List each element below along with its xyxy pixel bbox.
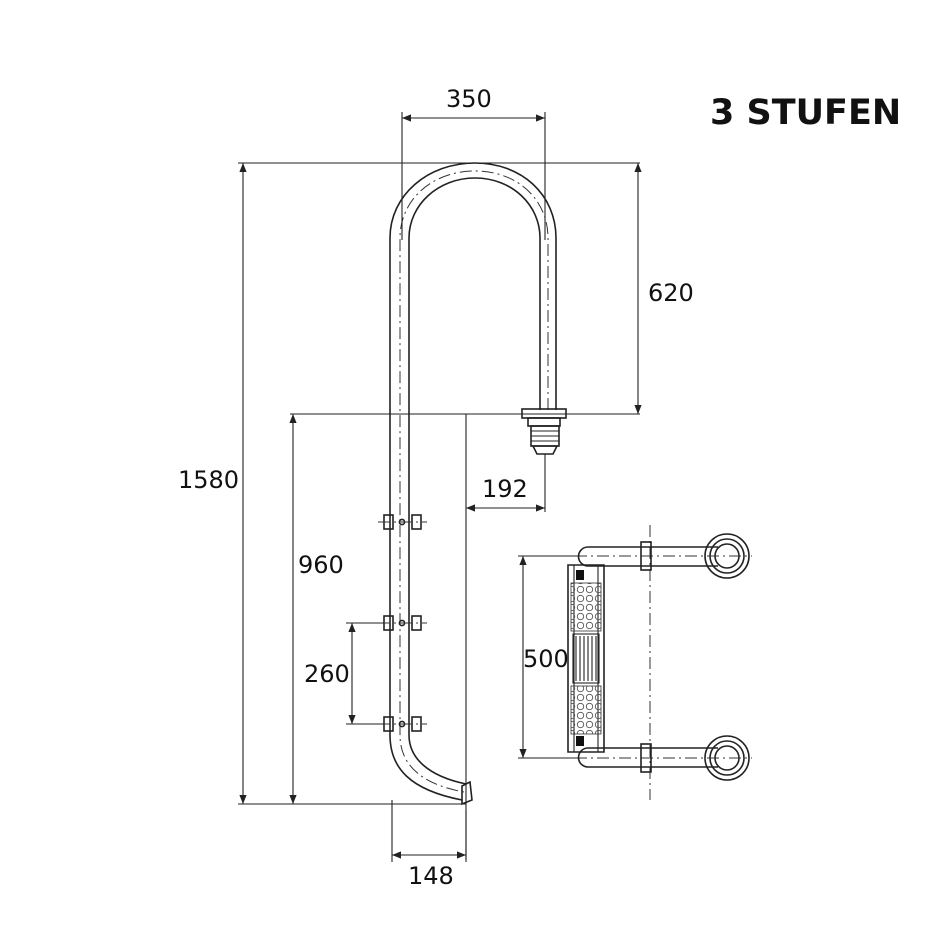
dimension-step-width: 500 bbox=[518, 555, 580, 759]
ladder-tube-inner bbox=[408, 177, 541, 785]
dimension-offset: 192 bbox=[466, 454, 546, 512]
tread-center-grooves bbox=[572, 633, 600, 684]
dimension-label-500: 500 bbox=[523, 645, 569, 673]
ladder-centerline bbox=[399, 170, 549, 793]
step-bracket-2 bbox=[378, 615, 427, 631]
anchor-sleeve bbox=[521, 408, 567, 455]
dimension-height-total: 1580 bbox=[178, 163, 466, 805]
dimension-label-620: 620 bbox=[648, 279, 694, 307]
step-bracket-1 bbox=[378, 514, 427, 530]
dimension-height-top: 620 bbox=[634, 163, 694, 414]
ladder-tube-outer bbox=[389, 162, 557, 801]
dimension-height-lower: 960 bbox=[289, 414, 344, 804]
dimension-bolt-spacing: 260 bbox=[304, 622, 384, 725]
ladder-foot bbox=[461, 780, 473, 806]
step-detail-view: 500 bbox=[518, 525, 752, 800]
dimension-label-1580: 1580 bbox=[178, 466, 239, 494]
dimension-label-192: 192 bbox=[482, 475, 528, 503]
dimension-label-350: 350 bbox=[446, 85, 492, 113]
dimension-label-260: 260 bbox=[304, 660, 350, 688]
dimension-width-top: 350 bbox=[401, 85, 546, 240]
dimension-label-960: 960 bbox=[298, 551, 344, 579]
ladder-side-view bbox=[290, 162, 640, 860]
step-tread bbox=[567, 564, 605, 753]
dimension-label-148: 148 bbox=[408, 862, 454, 890]
dimension-bottom-width: 148 bbox=[391, 800, 467, 890]
step-bracket-3 bbox=[378, 716, 427, 732]
title: 3 STUFEN bbox=[710, 93, 901, 133]
